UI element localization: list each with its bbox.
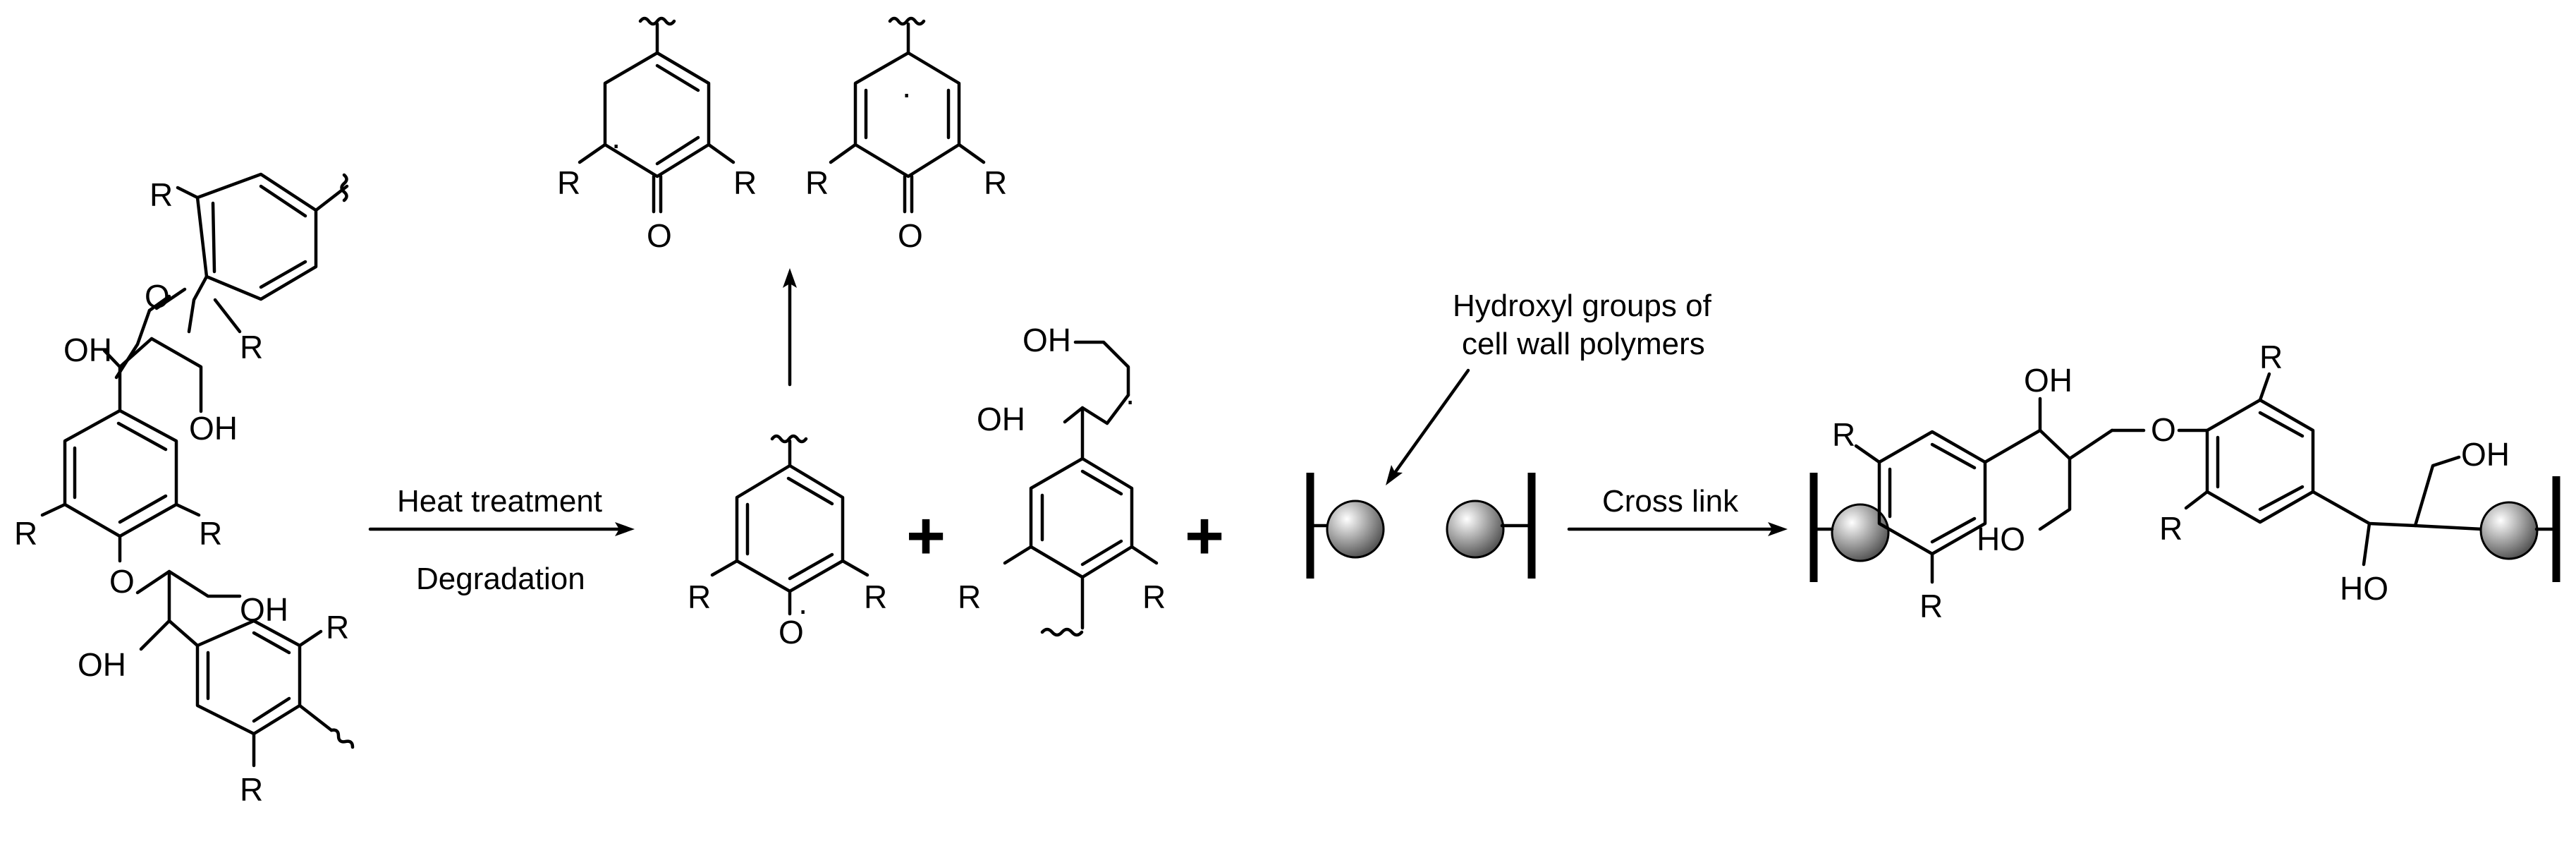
heat-treatment-arrow: Heat treatment Degradation bbox=[368, 484, 635, 596]
r-middle-ring-left: R bbox=[14, 515, 37, 552]
oh-lower-left: OH bbox=[78, 646, 126, 683]
top-ring-double-bonds bbox=[211, 184, 307, 289]
resonance-structure-1: R R · O bbox=[557, 16, 757, 254]
r-top-ring-upper: R bbox=[149, 176, 173, 213]
oh-product-top: OH bbox=[2024, 362, 2073, 399]
phenoxy-radical: R R O · bbox=[688, 434, 887, 651]
plus-sign-1: + bbox=[906, 498, 946, 574]
oxygen-res1: O bbox=[647, 217, 672, 254]
crosslinked-product: R R OH O HO R R OH HO bbox=[1809, 339, 2560, 624]
product-sphere-left bbox=[1831, 503, 1890, 562]
r-bottom-ring-upper: R bbox=[326, 609, 349, 646]
r-res2-left: R bbox=[805, 164, 829, 201]
oh-radical-left: OH bbox=[977, 401, 1025, 437]
r-prod-right-upper: R bbox=[2259, 339, 2283, 375]
wavy-bond bbox=[638, 16, 676, 26]
oxygen-res2: O bbox=[898, 217, 923, 254]
resonance-structure-2: R R · O bbox=[805, 16, 1007, 254]
cross-link-arrow: Cross link bbox=[1567, 484, 1788, 536]
radical-dot-res1: · bbox=[611, 126, 621, 162]
r-res1-left: R bbox=[557, 164, 580, 201]
middle-ring-double-bonds bbox=[73, 421, 168, 524]
hydroxyl-sphere-right bbox=[1446, 500, 1505, 559]
wavy-bond bbox=[888, 16, 926, 26]
radical-dot-oxygen: · bbox=[798, 591, 808, 628]
middle-ring bbox=[63, 409, 178, 538]
label-hydroxyl-line2: cell wall polymers bbox=[1462, 327, 1705, 361]
lignin-fragment: R R O OH OH R R O OH OH R R bbox=[14, 172, 355, 808]
wavy-bond bbox=[770, 434, 808, 444]
ho-product-middle: HO bbox=[1977, 521, 2025, 557]
cell-wall-polymers: Hydroxyl groups of cell wall polymers bbox=[1306, 289, 1712, 579]
bottom-ring-double-bonds bbox=[206, 631, 291, 723]
r-bottom-ring-lower: R bbox=[240, 771, 263, 808]
r-chain-left: R bbox=[958, 579, 981, 615]
wavy-bond bbox=[1040, 627, 1084, 637]
r-phenoxy-right: R bbox=[864, 579, 887, 615]
r-middle-ring-right: R bbox=[199, 515, 222, 552]
label-heat-treatment: Heat treatment bbox=[397, 484, 602, 519]
oh-product-right: OH bbox=[2461, 436, 2510, 473]
ho-product-bottom: HO bbox=[2340, 570, 2388, 607]
radical-dot-chain: · bbox=[1125, 382, 1135, 418]
bottom-ring bbox=[195, 619, 302, 736]
oh-upper-right: OH bbox=[189, 410, 238, 447]
r-chain-right: R bbox=[1142, 579, 1166, 615]
r-res2-right: R bbox=[984, 164, 1007, 201]
hydroxyl-sphere-left bbox=[1326, 500, 1385, 559]
resonance-arrow bbox=[783, 268, 797, 387]
oxygen-radical: O bbox=[779, 614, 804, 651]
wavy-bond bbox=[329, 728, 355, 749]
side-chain-radical: OH · OH R R bbox=[958, 322, 1166, 637]
oh-radical-top: OH bbox=[1023, 322, 1071, 358]
r-top-ring-lower: R bbox=[240, 329, 263, 365]
pointer-arrowhead bbox=[1386, 465, 1403, 485]
ether-oxygen-lower: O bbox=[109, 563, 135, 600]
r-prod-right-lower: R bbox=[2159, 510, 2183, 547]
label-degradation: Degradation bbox=[416, 562, 585, 596]
wavy-bond bbox=[340, 173, 348, 202]
r-res1-right: R bbox=[733, 164, 757, 201]
r-prod-left-lower: R bbox=[1919, 588, 1943, 624]
ether-oxygen-product: O bbox=[2151, 411, 2176, 448]
product-sphere-right bbox=[2479, 501, 2539, 560]
r-phenoxy-left: R bbox=[688, 579, 711, 615]
label-cross-link: Cross link bbox=[1602, 484, 1739, 519]
r-prod-left-upper: R bbox=[1832, 416, 1855, 453]
radical-dot-res2: · bbox=[901, 75, 912, 111]
plus-sign-2: + bbox=[1185, 498, 1224, 574]
label-hydroxyl-line1: Hydroxyl groups of bbox=[1453, 289, 1712, 323]
